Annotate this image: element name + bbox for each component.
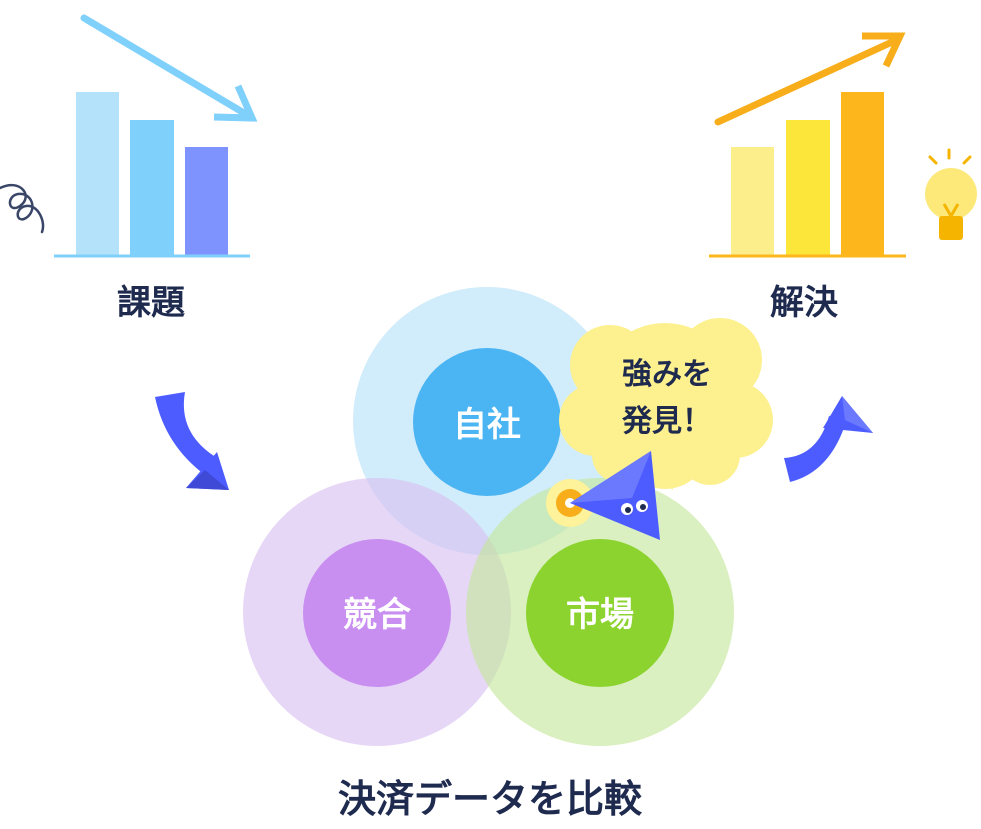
lightbulb-icon	[925, 148, 977, 240]
caption-title: 決済データを比較	[338, 777, 643, 821]
up-trend-arrow-icon	[714, 32, 906, 126]
solution-bar-1	[731, 147, 774, 256]
paper-plane-mascot-icon	[546, 451, 660, 540]
venn-label-market: 市場	[566, 595, 634, 635]
venn-core-market	[526, 539, 674, 687]
problem-bar-3	[185, 147, 228, 256]
flow-arrow-right-icon	[784, 396, 873, 482]
venn-label-competitors: 競合	[343, 595, 411, 635]
speech-bubble: 強みを 発見！	[559, 318, 773, 490]
squiggle-icon	[0, 183, 45, 234]
venn-label-own-company: 自社	[453, 405, 521, 445]
problem-label: 課題	[117, 283, 185, 323]
problem-bar-1	[76, 92, 119, 256]
bubble-line-1: 強みを	[622, 357, 712, 392]
flow-arrow-left-icon	[155, 392, 229, 490]
venn-core-competitors	[303, 539, 451, 687]
problem-chart	[54, 14, 258, 258]
solution-label: 解決	[770, 283, 838, 323]
solution-bar-2	[786, 120, 830, 256]
bubble-line-2: 発見！	[621, 404, 712, 439]
venn-core-own-company	[413, 348, 561, 496]
solution-chart	[709, 32, 906, 258]
problem-bar-2	[130, 120, 174, 256]
down-trend-arrow-icon	[80, 14, 258, 122]
solution-bar-3	[841, 92, 884, 256]
